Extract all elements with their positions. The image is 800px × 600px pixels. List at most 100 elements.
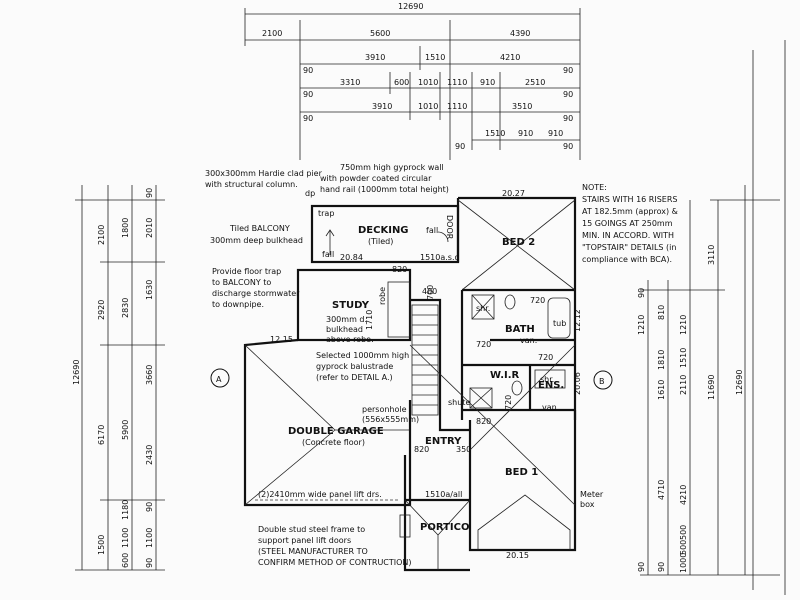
toilet-1 [504, 294, 516, 310]
left-outer-3: 6170 [97, 425, 106, 445]
label-820-b: 820 [476, 417, 491, 426]
grid-marker-a-label: A [216, 375, 222, 384]
left-outer-2: 2920 [97, 300, 106, 320]
label-700: 700 [426, 285, 435, 300]
top-dim-90-1: 90 [303, 66, 313, 75]
left-inner-2: 1630 [145, 280, 154, 300]
stairs-note-line-2: STAIRS WITH 16 RISERS [582, 195, 677, 204]
left-mid-5: 1100 [121, 528, 130, 548]
linen-chute [469, 387, 493, 409]
top-dim-3-2: 600 [394, 78, 409, 87]
floor-trap-note: Provide floor trap to BALCONY to dischar… [212, 267, 300, 309]
garage-door-note: (2)2410mm wide panel lift drs. [258, 490, 382, 499]
top-dim-3-3: 1010 [418, 78, 438, 87]
right-inner-3: 1610 [657, 380, 666, 400]
room-decking: DECKING [358, 225, 409, 236]
stairs-note-line-7: compliance with BCA). [582, 255, 672, 264]
top-dim-90-4: 90 [563, 66, 573, 75]
trap-note-line-3: discharge stormwater [212, 289, 300, 298]
right-mid-3: 2110 [679, 375, 688, 395]
room-garage: DOUBLE GARAGE [288, 426, 384, 437]
left-inner-90-1: 90 [145, 188, 154, 198]
study-note-line-3: above robe. [326, 335, 374, 344]
right-overall-dim: 12690 [735, 370, 744, 395]
top-dim-2-2: 1510 [425, 53, 445, 62]
top-dim-2-1: 3910 [365, 53, 385, 62]
top-dim-90-2: 90 [303, 90, 313, 99]
top-dimension-strings: 12690 2100 5600 4390 3910 1510 4210 3310… [244, 2, 581, 160]
top-overall-dim: 12690 [398, 2, 423, 11]
entry-portico-walls [403, 455, 470, 572]
label-720-d: 720 [504, 395, 513, 410]
shower-1 [471, 294, 495, 320]
left-inner-90-3: 90 [145, 558, 154, 568]
right-inner-90-3: 90 [657, 562, 666, 572]
study-bulkhead-note: 300mm d. bulkhead above robe. [326, 315, 374, 344]
top-dim-2-3: 4210 [500, 53, 520, 62]
balustrade-note-line-1: Selected 1000mm high [316, 351, 409, 360]
label-2006: 20.06 [573, 372, 582, 395]
roof-lines [244, 199, 576, 570]
meter-note-line-1: Meter [580, 490, 604, 499]
personhole-note: personhole (556x555mm) [362, 405, 419, 424]
stairs-note-line-4: 15 GOINGS AT 250mm [582, 219, 673, 228]
right-inner-1: 810 [657, 305, 666, 320]
label-tub: tub [553, 319, 566, 328]
left-outer-1: 2100 [97, 225, 106, 245]
left-inner-90-2: 90 [145, 502, 154, 512]
top-dim-1-1: 2100 [262, 29, 282, 38]
top-dim-5-1: 1510 [485, 129, 505, 138]
toilet-2 [511, 380, 523, 396]
trap-note-line-4: to downpipe. [212, 300, 264, 309]
right-inner-2: 1810 [657, 350, 666, 370]
pier-note: 300x300mm Hardie clad pier with structur… [205, 169, 323, 189]
study-note-line-2: bulkhead [326, 325, 363, 334]
balcony-note-line-1: Tiled BALCONY [229, 224, 290, 233]
right-mid-4: 4210 [679, 485, 688, 505]
balustrade-note: Selected 1000mm high gyprock balustrade … [316, 351, 409, 382]
pier-note-line-1: 300x300mm Hardie clad pier [205, 169, 323, 178]
label-2084: 20.84 [340, 253, 363, 262]
label-820-a: 820 [392, 265, 407, 274]
label-door-word: DOOR [445, 215, 454, 240]
top-dim-4-3: 1110 [447, 102, 467, 111]
personhole-note-line-2: (556x555mm) [362, 415, 419, 424]
label-shute: shute [448, 398, 470, 407]
left-dimension-strings: 12690 2100 2920 6170 1500 1800 2830 5900… [72, 185, 165, 571]
left-outer-4: 1500 [97, 535, 106, 555]
room-decking-sub: (Tiled) [368, 237, 393, 246]
top-dim-4-2: 1010 [418, 102, 438, 111]
right-inner-90-1: 90 [637, 288, 646, 298]
room-bed1: BED 1 [505, 467, 538, 478]
label-1215: 12.15 [270, 335, 293, 344]
wall-note-line-2: with powder coated circular [320, 174, 432, 183]
room-study: STUDY [332, 300, 370, 311]
grid-marker-a [210, 368, 230, 388]
right-mid-6: 500 [679, 540, 688, 555]
top-dim-90-5: 90 [563, 90, 573, 99]
stairs-note-line-6: "TOPSTAIR" DETAILS (in [582, 243, 676, 252]
shower-2 [534, 369, 566, 389]
label-2015: 20.15 [506, 551, 529, 560]
top-dim-4-4: 3510 [512, 102, 532, 111]
balcony-note: Tiled BALCONY 300mm deep bulkhead [210, 224, 303, 245]
top-dim-1-2: 5600 [370, 29, 390, 38]
stair-flight [387, 281, 439, 416]
right-mid-1: 1210 [679, 315, 688, 335]
top-dim-4-1: 3910 [372, 102, 392, 111]
right-mid-5: 500 [679, 525, 688, 540]
grid-marker-b-label: B [599, 377, 605, 386]
steel-note-line-1: Double stud steel frame to [258, 525, 365, 534]
top-dim-90-6: 90 [563, 114, 573, 123]
right-mid-2: 1510 [679, 348, 688, 368]
steel-note-line-4: CONFIRM METHOD OF CONTRUCTION) [258, 558, 412, 567]
label-fall-1: fall [426, 226, 438, 235]
label-trap: trap [318, 209, 334, 218]
label-2027: 20.27 [502, 189, 525, 198]
top-dim-90-3: 90 [303, 114, 313, 123]
left-inner-5: 1100 [145, 528, 154, 548]
left-inner-3: 3660 [145, 365, 154, 385]
room-bath: BATH [505, 324, 535, 335]
steel-frame-note: Double stud steel frame to support panel… [258, 525, 412, 567]
bathtub [547, 297, 571, 339]
